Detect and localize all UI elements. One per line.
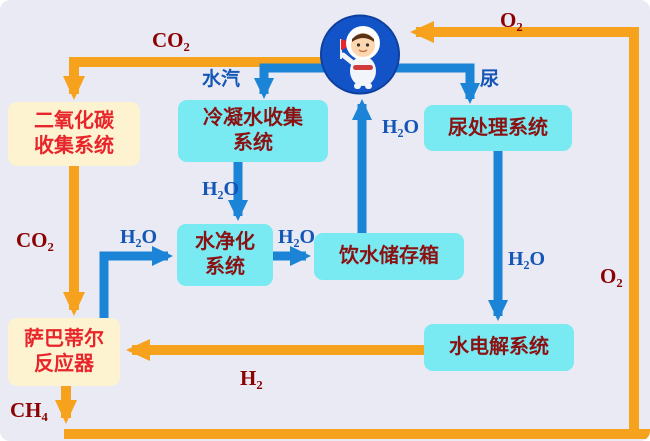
o2-right-top-arrow <box>410 21 639 434</box>
water-vapor-label: 水汽 <box>202 69 241 90</box>
astronaut-icon <box>320 13 400 96</box>
h2o-condensate-label: H₂O <box>202 178 240 200</box>
water-purification-box: 水净化 系统 <box>177 224 273 286</box>
sabatier-label-line2: 反应器 <box>34 353 94 375</box>
co2-top-left-arrow <box>63 57 332 100</box>
co2-top-label: CO₂ <box>152 28 190 52</box>
purification-label-line2: 系统 <box>205 256 245 278</box>
h2o-sabatier-label: H₂O <box>120 226 158 248</box>
water-electrolysis-box: 水电解系统 <box>424 324 574 371</box>
urine-treatment-label: 尿处理系统 <box>448 116 548 139</box>
sabatier-h2o-arrow <box>99 246 173 318</box>
urine-arrow <box>386 63 480 104</box>
h2o-drink-label: H₂O <box>382 116 420 138</box>
co2-collection-box: 二氧化碳 收集系统 <box>8 102 140 166</box>
purification-label-line1: 水净化 <box>195 231 255 253</box>
ch4-label: CH₄ <box>10 398 48 422</box>
drinking-water-tank-label: 饮水储存箱 <box>339 245 439 267</box>
sabatier-label-line1: 萨巴蒂尔 <box>24 328 104 350</box>
condensate-label-line2: 系统 <box>233 132 273 154</box>
co2-collection-label-line2: 收集系统 <box>34 135 114 157</box>
h2o-to-tank-label: H₂O <box>278 226 316 248</box>
co2-collection-label-line1: 二氧化碳 <box>34 110 114 132</box>
co2-left-label: CO₂ <box>16 228 54 252</box>
o2-top-label: O₂ <box>500 8 523 32</box>
electrolysis-label: 水电解系统 <box>449 336 549 358</box>
condensate-collection-box: 冷凝水收集 系统 <box>178 100 328 162</box>
condensate-label-line1: 冷凝水收集 <box>203 107 303 129</box>
o2-right-label: O₂ <box>600 264 623 288</box>
water-vapor-arrow <box>254 63 336 99</box>
urine-flow-label: 尿 <box>480 69 500 90</box>
urine-treatment-box: 尿处理系统 <box>424 105 572 151</box>
h2o-urine-label: H₂O <box>508 248 546 270</box>
h2-label: H₂ <box>240 366 263 390</box>
drinking-water-tank-box: 饮水储存箱 <box>314 233 464 280</box>
sabatier-reactor-box: 萨巴蒂尔 反应器 <box>8 318 120 386</box>
